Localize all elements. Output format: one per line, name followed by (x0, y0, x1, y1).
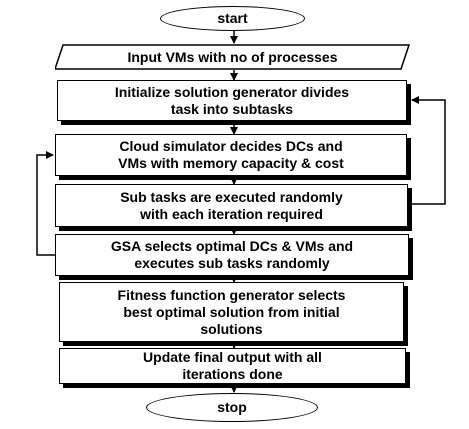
cloud-simulator-label-line1: Cloud simulator decides DCs and (119, 138, 343, 154)
fitness-label-line2: best optimal solution from initial (123, 303, 340, 320)
fitness-label-line3: solutions (200, 320, 263, 337)
update-label-line1: Update final output with all (143, 349, 322, 365)
cloud-simulator-box: Cloud simulator decides DCs and VMs with… (55, 134, 407, 176)
feedback-loop-left (36, 151, 55, 256)
subtasks-label-line2: with each iteration required (140, 205, 323, 222)
feedback-loop-right (408, 96, 446, 205)
initialize-box: Initialize solution generator divides ta… (57, 80, 407, 121)
gsa-label-line2: executes sub tasks randomly (134, 255, 330, 271)
update-label-line2: iterations done (182, 366, 283, 382)
stop-terminal: stop (146, 393, 318, 422)
initialize-label-line2: task into subtasks (170, 100, 294, 117)
subtasks-box: Sub tasks are executed randomly with eac… (55, 184, 408, 227)
cloud-simulator-label-line2: VMs with memory capacity & cost (118, 155, 344, 171)
fitness-label-line1: Fitness function generator selects (117, 286, 346, 303)
gsa-box: GSA selects optimal DCs & VMs and execut… (55, 234, 409, 276)
parallelogram-shape (55, 44, 411, 70)
gsa-label-line1: GSA selects optimal DCs & VMs and (110, 238, 354, 254)
start-label: start (217, 10, 248, 26)
initialize-label-line1: Initialize solution generator divides (114, 83, 350, 100)
input-label: Input VMs with no of processes (127, 48, 338, 65)
fitness-box: Fitness function generator selects best … (59, 282, 404, 342)
update-box: Update final output with all iterations … (59, 348, 406, 384)
input-parallelogram: Input VMs with no of processes (55, 44, 411, 70)
start-terminal: start (160, 6, 305, 31)
stop-label: stop (217, 399, 247, 415)
subtasks-label-line1: Sub tasks are executed randomly (120, 188, 343, 205)
